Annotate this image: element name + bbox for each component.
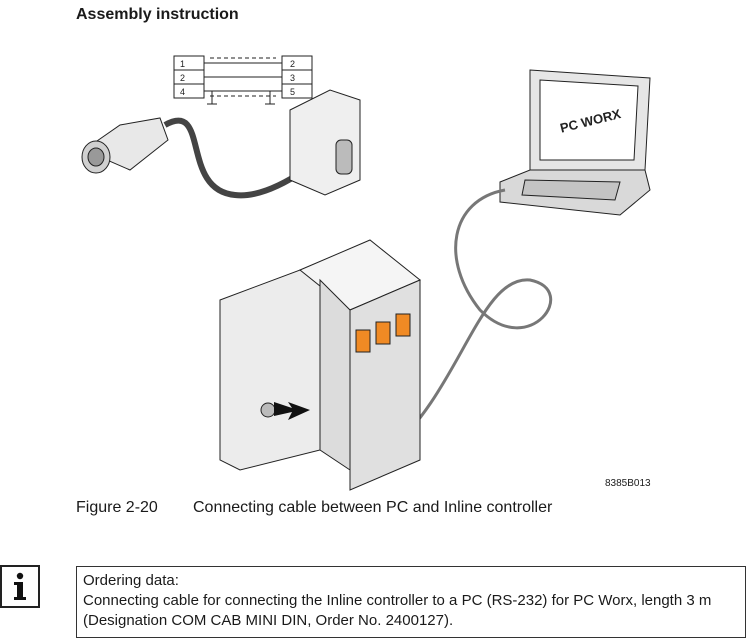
mini-din-connector <box>81 117 169 174</box>
note-text: Connecting cable for connecting the Inli… <box>83 592 712 629</box>
figure-number: Figure 2-20 <box>76 499 158 516</box>
pin-right-2: 3 <box>290 73 295 83</box>
pin-right-1: 2 <box>290 59 295 69</box>
laptop <box>499 69 651 216</box>
section-title: Assembly instruction <box>76 6 239 23</box>
note-heading: Ordering data: <box>83 572 179 589</box>
insert-arrow <box>274 402 310 420</box>
dsub-connector <box>289 89 361 196</box>
inline-controller <box>219 239 421 491</box>
pinout-right-table <box>281 55 313 99</box>
figure-caption-text: Connecting cable between PC and Inline c… <box>193 499 553 516</box>
info-icon <box>0 565 40 608</box>
assembly-figure: 1 2 4 2 3 5 PC WORX <box>81 55 651 491</box>
ordering-note: Ordering data: Connecting cable for conn… <box>76 566 746 638</box>
pin-left-3: 4 <box>180 87 185 97</box>
pinout-left-table <box>173 55 205 99</box>
din-cable <box>163 117 307 199</box>
pin-left-1: 1 <box>180 59 185 69</box>
pinout-wires <box>204 57 282 105</box>
figure-code: 8385B013 <box>605 478 651 489</box>
pc-cable <box>389 188 553 452</box>
pin-right-3: 5 <box>290 87 295 97</box>
figure-caption: Figure 2-20 Connecting cable between PC a… <box>76 499 552 517</box>
pin-left-2: 2 <box>180 73 185 83</box>
